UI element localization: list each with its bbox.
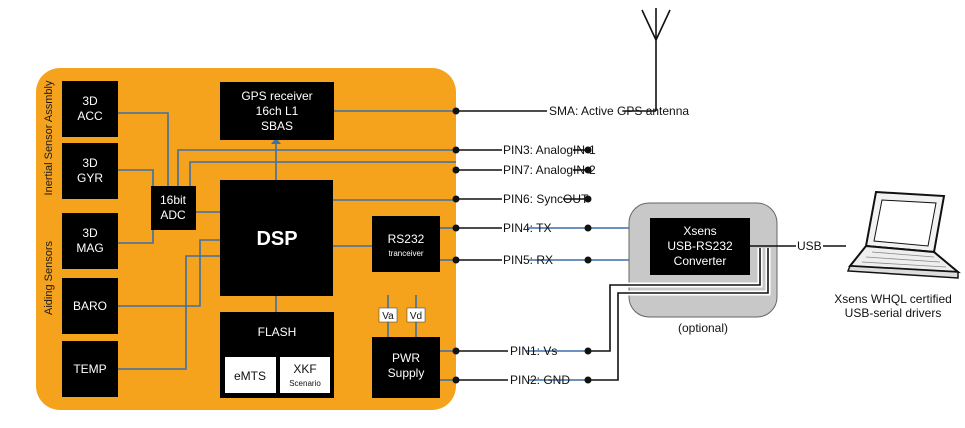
svg-text:RS232: RS232 — [388, 232, 425, 246]
usb-label: USB — [797, 239, 822, 253]
pin5-label: PIN5: RX — [503, 253, 553, 267]
laptop-caption-line2: USB-serial drivers — [845, 306, 942, 320]
pin3-label: PIN3: AnalogIN-1 — [503, 143, 596, 157]
svg-text:Va: Va — [382, 311, 394, 322]
xkf-label: XKF — [293, 362, 316, 376]
pin2-label: PIN2: GND — [510, 373, 570, 387]
svg-text:Vd: Vd — [410, 311, 422, 322]
svg-text:BARO: BARO — [73, 299, 107, 313]
svg-text:ACC: ACC — [77, 109, 103, 123]
svg-text:3D: 3D — [82, 94, 98, 108]
gps-receiver-block: GPS receiver 16ch L1 SBAS — [220, 82, 334, 140]
xkf-scenario-label: Scenario — [289, 379, 321, 388]
svg-text:GPS receiver: GPS receiver — [241, 89, 312, 103]
svg-text:USB-RS232: USB-RS232 — [667, 239, 733, 253]
svg-text:TEMP: TEMP — [73, 362, 106, 376]
pin7-label: PIN7: AnalogIN-2 — [503, 163, 596, 177]
svg-text:DSP: DSP — [256, 228, 297, 250]
aiding-sensors-label: Aiding Sensors — [43, 241, 55, 315]
svg-text:Converter: Converter — [674, 254, 727, 268]
converter-block: Xsens USB-RS232 Converter — [650, 218, 750, 275]
svg-text:SBAS: SBAS — [261, 119, 293, 133]
va-box: Va — [378, 307, 398, 323]
gps-arrow-icon — [271, 138, 281, 144]
gyr-block: 3D GYR — [62, 143, 118, 199]
svg-text:16bit: 16bit — [160, 193, 187, 207]
laptop-caption-line1: Xsens WHQL certified — [834, 292, 952, 306]
vd-box: Vd — [406, 307, 426, 323]
optional-note: (optional) — [678, 321, 728, 335]
mag-block: 3D MAG — [62, 213, 118, 269]
flash-block: FLASH eMTS XKF Scenario — [220, 312, 334, 398]
pin-sma-label: SMA: Active GPS antenna — [549, 104, 689, 118]
baro-block: BARO — [62, 278, 118, 334]
pin4-label: PIN4: TX — [503, 221, 551, 235]
temp-block: TEMP — [62, 341, 118, 397]
pin6-label: PIN6: SyncOUT — [503, 192, 589, 206]
adc-block: 16bit ADC — [151, 186, 196, 230]
laptop-icon — [846, 190, 961, 279]
svg-text:ADC: ADC — [160, 208, 186, 222]
pin1-label: PIN1: Vs — [510, 344, 557, 358]
rs232-block: RS232 tranceiver — [372, 216, 440, 272]
internal-wiring — [118, 110, 456, 381]
svg-text:GYR: GYR — [77, 171, 103, 185]
converter-power-cables — [588, 248, 771, 383]
gps-antenna-icon — [641, 8, 671, 111]
power-supply-block: PWR Supply — [372, 337, 440, 398]
acc-block: 3D ACC — [62, 81, 118, 137]
svg-text:16ch L1: 16ch L1 — [256, 104, 299, 118]
dsp-block: DSP — [220, 180, 333, 296]
svg-text:tranceiver: tranceiver — [388, 249, 423, 258]
svg-text:3D: 3D — [82, 226, 98, 240]
svg-text:PWR: PWR — [392, 351, 420, 365]
svg-text:FLASH: FLASH — [258, 325, 297, 339]
inertial-sensor-label: Inertial Sensor Assmbly — [43, 80, 55, 195]
svg-text:3D: 3D — [82, 156, 98, 170]
svg-text:Supply: Supply — [388, 366, 425, 380]
connection-dots — [452, 107, 592, 384]
emts-label: eMTS — [234, 369, 266, 383]
svg-text:MAG: MAG — [76, 241, 103, 255]
svg-text:Xsens: Xsens — [683, 224, 716, 238]
